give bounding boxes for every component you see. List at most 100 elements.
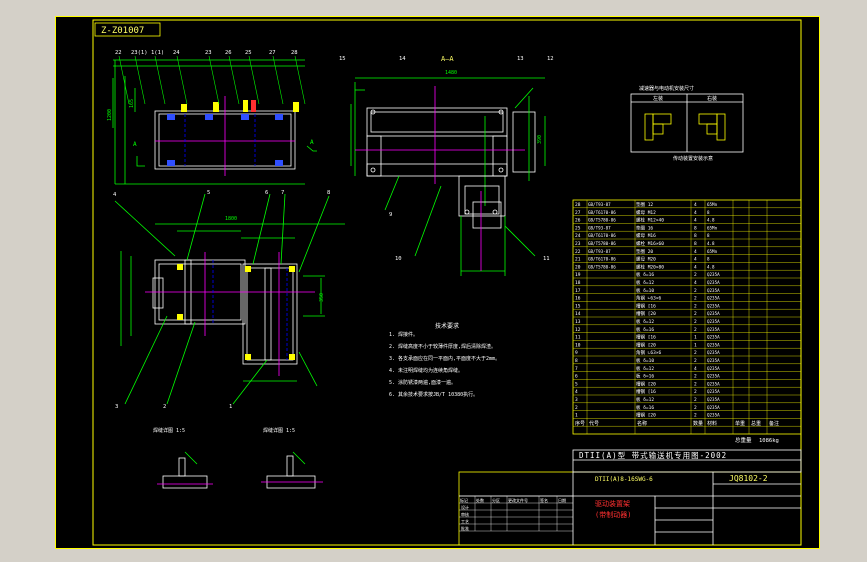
inset-title: 减速器与电动机安装尺寸 xyxy=(639,85,694,92)
svg-text:350: 350 xyxy=(319,293,325,302)
bom-no: 12 xyxy=(575,327,581,333)
bom-mat: Q235A xyxy=(707,311,720,316)
revision-header: 签名 xyxy=(540,497,548,503)
callout-label: 11 xyxy=(543,256,550,262)
bom-qty: 4 xyxy=(694,249,697,255)
total-weight-label: 总重量 xyxy=(735,436,752,444)
bom-qty: 8 xyxy=(694,225,697,231)
section-view-a-a: A—A xyxy=(350,55,546,276)
inset-col-right: 右装 xyxy=(707,95,717,102)
bom-code: GB/T6170-86 xyxy=(588,257,616,262)
bom-name: 垫圈 20 xyxy=(636,248,653,255)
plan-view: 1800 350 xyxy=(114,193,345,405)
bom-qty: 8 xyxy=(694,233,697,239)
bom-mat: 65Mn xyxy=(707,249,718,254)
bom-name: 板 δ=12 xyxy=(636,318,654,325)
bom-mat: Q235A xyxy=(707,296,720,301)
revision-header: 分区 xyxy=(492,497,500,503)
bom-mat: Q235A xyxy=(707,303,720,308)
bom-qty: 1 xyxy=(694,335,697,341)
revision-row-label: 批准 xyxy=(461,525,469,531)
callout-label: 6 xyxy=(265,190,268,196)
bom-qty: 2 xyxy=(694,405,697,411)
bom-name: 板 δ=12 xyxy=(636,365,654,372)
bom-mat: Q235A xyxy=(707,389,720,394)
bom-name: 板 δ=10 xyxy=(636,287,654,294)
callout-label: 26 xyxy=(225,50,232,56)
bom-qty: 4 xyxy=(694,257,697,263)
bom-qty: 8 xyxy=(694,241,697,247)
bom-name: 槽钢 [16 xyxy=(636,334,656,341)
stamp-label: Z-Z01007 xyxy=(101,26,144,36)
bom-name: 垫圈 12 xyxy=(636,201,653,208)
bom-no: 11 xyxy=(575,335,581,341)
product-line: DTII(A)型 带式输送机专用图-2002 xyxy=(579,450,727,460)
bom-mat: Q235A xyxy=(707,358,720,363)
revision-header: 日期 xyxy=(558,497,566,503)
bom-name: 槽钢 [16 xyxy=(636,388,656,395)
revision-header: 标记 xyxy=(460,497,468,503)
bom-no: 26 xyxy=(575,218,581,224)
bom-qty: 4 xyxy=(694,218,697,224)
callout-label: 2 xyxy=(163,404,166,410)
note-line: 5. 涂防锈漆两遍,面漆一遍。 xyxy=(389,379,456,386)
bom-no: 23 xyxy=(575,241,581,247)
revision-row-label: 设计 xyxy=(461,504,469,510)
bom-no: 13 xyxy=(575,319,581,325)
bom-no: 2 xyxy=(575,405,578,411)
bom-name: 板 δ=16 xyxy=(636,373,654,380)
bom-name: 槽钢 [20 xyxy=(636,412,656,419)
callout-label: 3 xyxy=(115,404,118,410)
bom-no: 24 xyxy=(575,233,581,239)
bom-qty: 2 xyxy=(694,374,697,380)
bom-no: 20 xyxy=(575,264,581,270)
bom-mat: 65Mn xyxy=(707,225,718,230)
detail-right-caption: 焊缝详图 1:5 xyxy=(263,427,295,434)
bom-no: 9 xyxy=(575,350,578,356)
bom-name: 槽钢 [20 xyxy=(636,310,656,317)
bom-name: 板 δ=16 xyxy=(636,271,654,278)
bom-mat: Q235A xyxy=(707,366,720,371)
bom-name: 板 δ=12 xyxy=(636,396,654,403)
bom-name: 板 δ=16 xyxy=(636,404,654,411)
svg-text:A: A xyxy=(133,141,137,148)
bom-no: 6 xyxy=(575,374,578,380)
inset-col-left: 左装 xyxy=(653,95,663,102)
bom-no: 21 xyxy=(575,257,581,263)
bom-qty: 2 xyxy=(694,288,697,294)
callout-label: 27 xyxy=(269,50,276,56)
svg-text:1200: 1200 xyxy=(107,109,113,121)
bom-qty: 1 xyxy=(694,342,697,348)
bom-no: 10 xyxy=(575,342,581,348)
callout-label: 1(1) xyxy=(151,50,164,56)
bom-mat: Q235A xyxy=(707,280,720,285)
notes-heading: 技术要求 xyxy=(435,322,459,330)
bom-name: 角钢 ∟63×6 xyxy=(636,349,662,356)
callout-label: 24 xyxy=(173,50,180,56)
bom-qty: 4 xyxy=(694,210,697,216)
bom-code: GB/T6170-86 xyxy=(588,210,616,215)
callout-label: 25 xyxy=(245,50,252,56)
bom-no: 14 xyxy=(575,311,581,317)
bom-name: 槽钢 [16 xyxy=(636,302,656,309)
bom-header: 备注 xyxy=(769,420,779,427)
svg-text:1480: 1480 xyxy=(445,70,457,76)
bom-qty: 2 xyxy=(694,389,697,395)
bom-header: 数量 xyxy=(693,420,703,427)
assembly-number: DTII(A)8-16SWG-6 xyxy=(595,476,653,483)
bom-no: 15 xyxy=(575,303,581,309)
bom-no: 28 xyxy=(575,202,581,208)
bom-qty: 2 xyxy=(694,381,697,387)
bom-code: GB/T5780-86 xyxy=(588,264,616,269)
bom-qty: 2 xyxy=(694,327,697,333)
bom-no: 8 xyxy=(575,358,578,364)
bom-mat: 8 xyxy=(707,210,710,215)
bom-header: 总重 xyxy=(751,420,761,427)
bom-name: 角钢 ∟63×6 xyxy=(636,295,662,302)
bom-qty: 2 xyxy=(694,303,697,309)
bom-qty: 4 xyxy=(694,202,697,208)
bom-mat: Q235A xyxy=(707,381,720,386)
